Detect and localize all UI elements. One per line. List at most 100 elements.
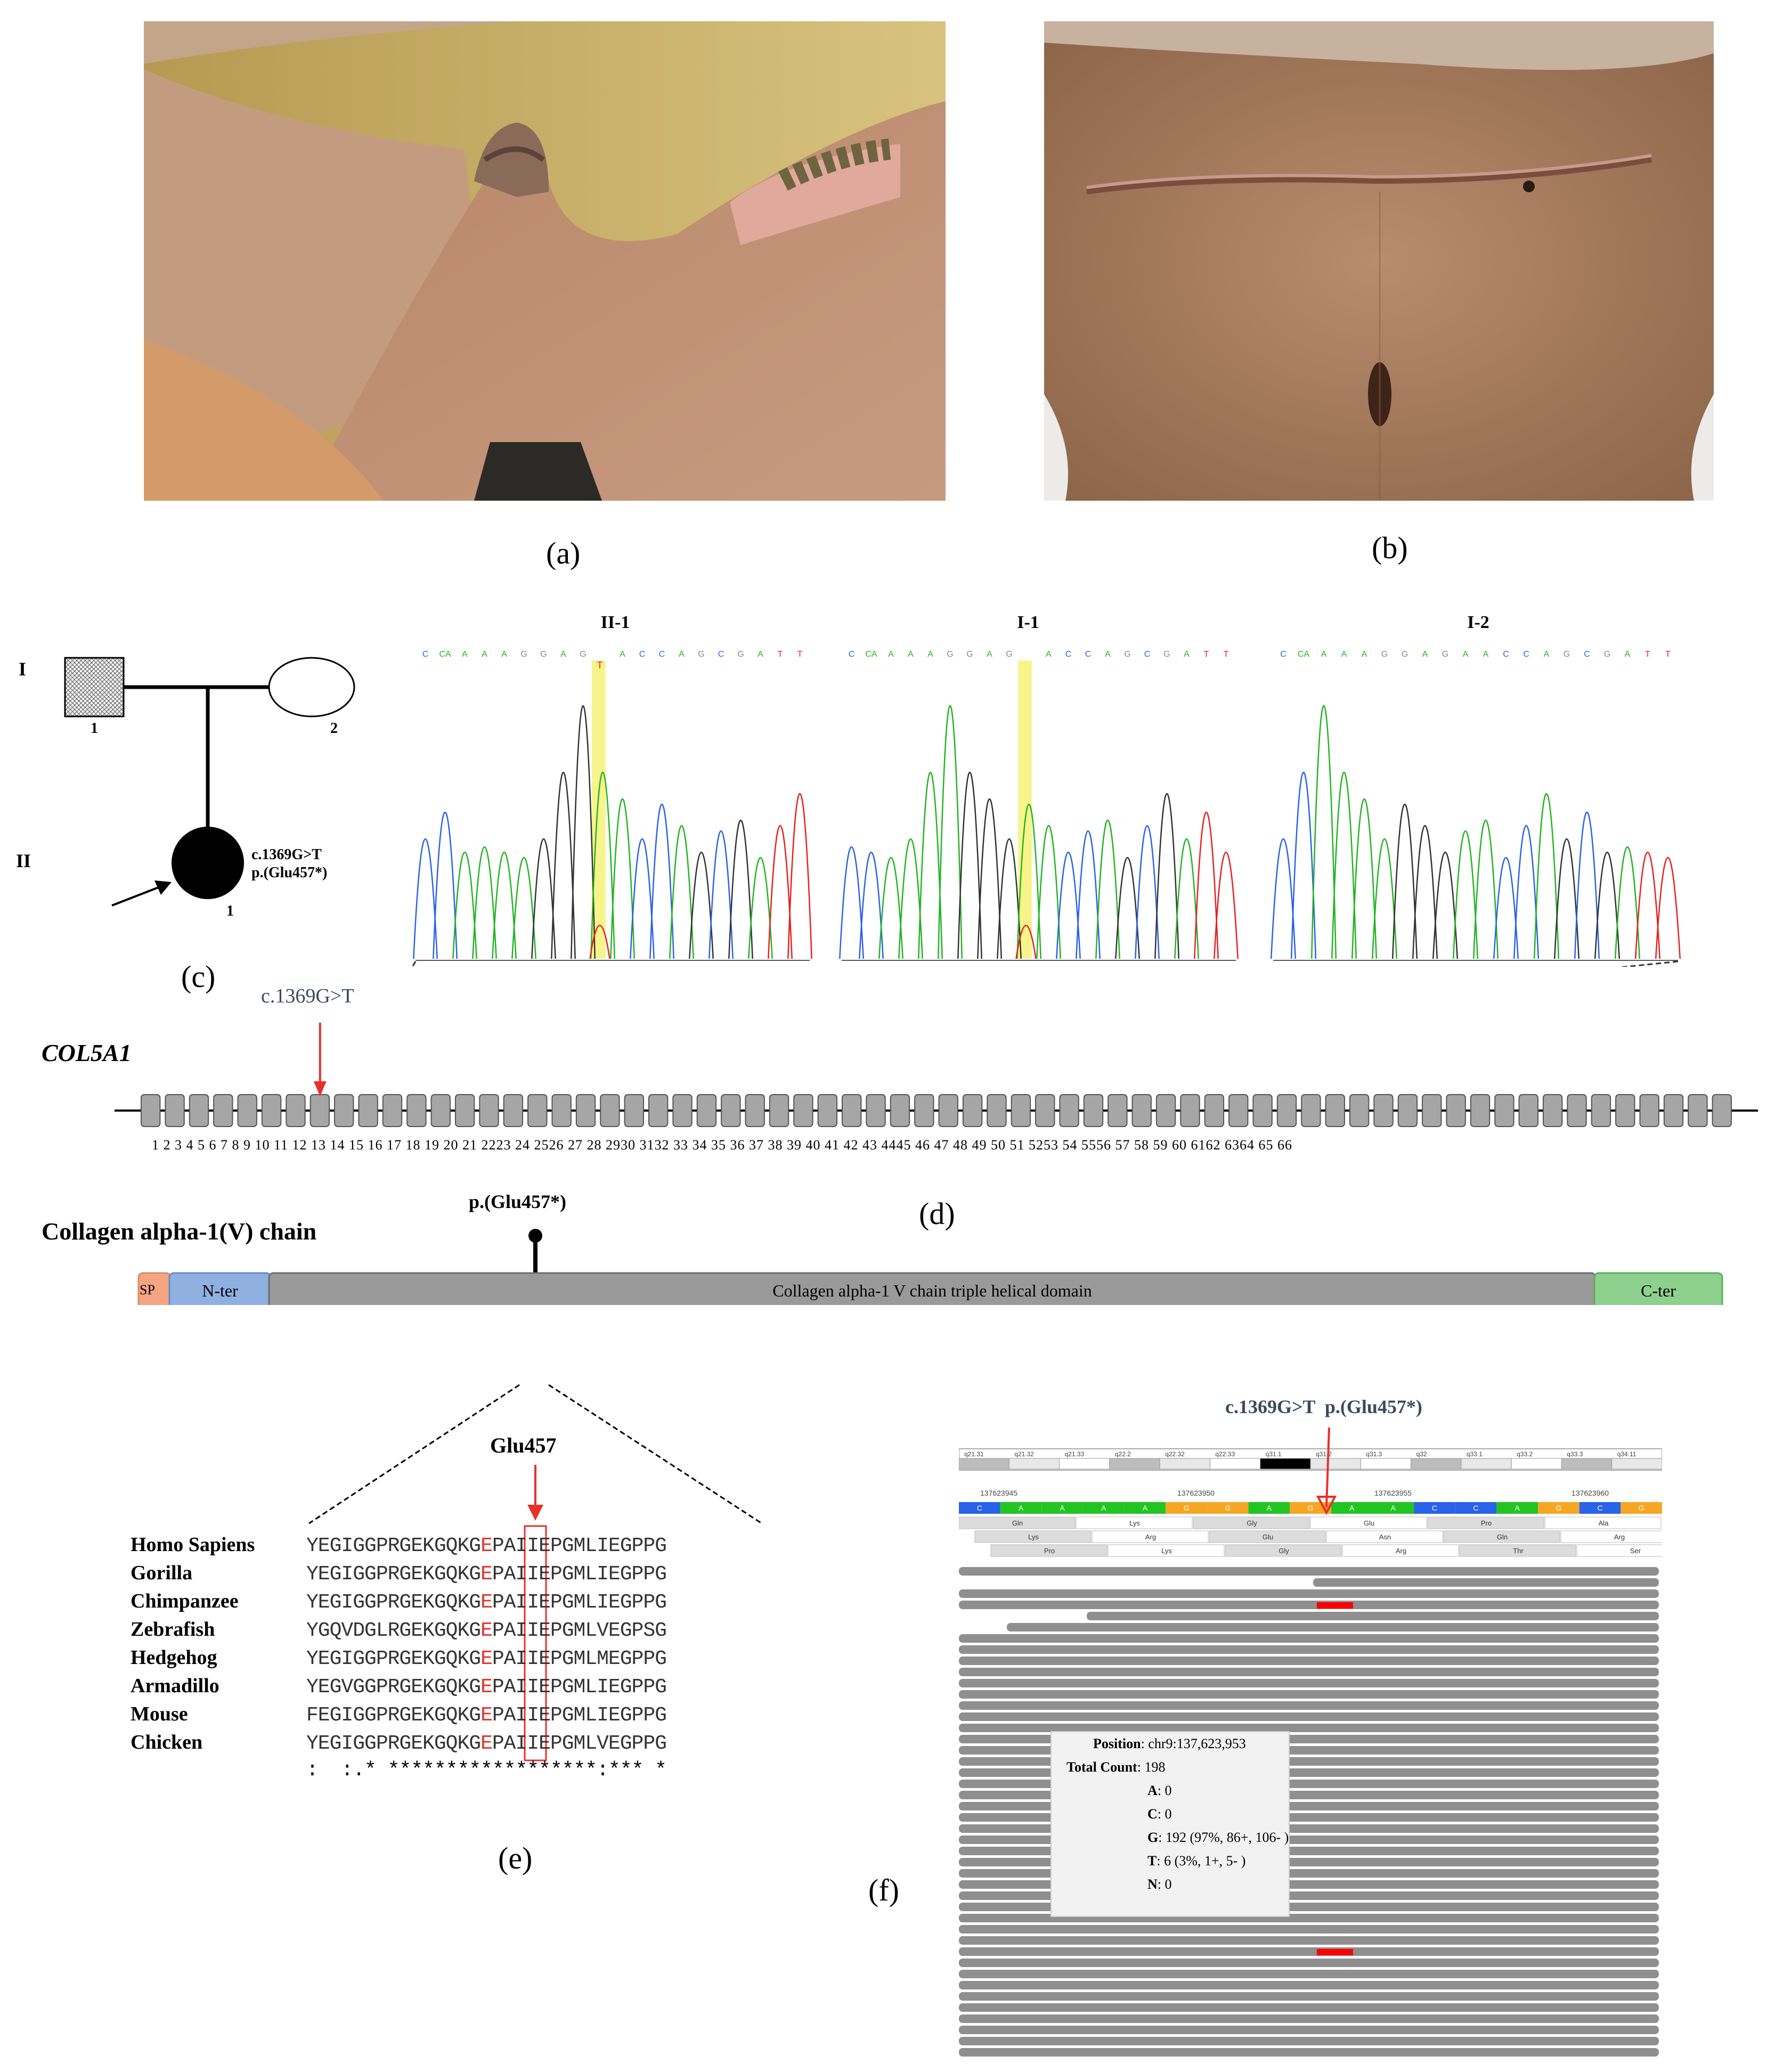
exon — [1591, 1094, 1611, 1127]
igv-tooltip: Position: chr9:137,623,953 Total Count: … — [1051, 1731, 1290, 1917]
base-call: A — [1341, 650, 1347, 659]
trace-peak — [898, 838, 923, 959]
base-call: A — [1362, 650, 1367, 659]
trace-peak — [1095, 820, 1120, 959]
reference-base — [1331, 1502, 1373, 1514]
exon — [1518, 1094, 1538, 1127]
exon — [479, 1094, 499, 1127]
trace-peak — [433, 811, 458, 959]
base-call: C — [1523, 650, 1529, 659]
base-call: A — [1463, 650, 1469, 659]
panel-label-e: (e) — [498, 1841, 533, 1875]
read — [959, 1936, 1659, 1945]
exon — [624, 1094, 644, 1127]
sequence: YEGIGGPRGEKGQKGEPAIIEPGMLVEGPPG — [306, 1732, 667, 1755]
igv-variant-arrow — [1316, 1496, 1337, 1515]
exon — [1470, 1094, 1491, 1127]
cytoband-label: q31.2 — [1316, 1450, 1332, 1458]
exon — [1446, 1094, 1466, 1127]
panel-label-b: (b) — [1372, 531, 1408, 565]
pedigree-gen-I: I — [19, 658, 27, 680]
base-call: A — [1046, 650, 1052, 659]
species-name: Chicken — [131, 1731, 203, 1753]
read — [959, 1690, 1659, 1699]
base-call: A — [679, 650, 685, 659]
amino-acid-label: Pro — [1044, 1547, 1055, 1555]
amino-acid-label: Gln — [1012, 1519, 1023, 1527]
amino-acid-label: Arg — [1614, 1533, 1625, 1541]
reference-base-letter: G — [1639, 1504, 1644, 1512]
amino-acid — [1193, 1516, 1310, 1529]
reference-base-letter: A — [1515, 1504, 1520, 1512]
amino-acid-label: Glu — [1364, 1519, 1374, 1527]
chromatogram-title-I-1: I-1 — [1017, 613, 1039, 632]
trace-peak — [1634, 851, 1661, 959]
trace-peak — [1194, 811, 1219, 959]
cytoband — [1461, 1458, 1512, 1470]
pedigree-variant-c: c.1369G>T — [251, 846, 322, 863]
amino-acid-label: Ser — [1630, 1547, 1641, 1555]
het-highlight — [1018, 660, 1032, 959]
trace-peak — [1331, 772, 1357, 959]
base-call: A — [987, 650, 992, 659]
amino-acid — [1108, 1544, 1225, 1557]
trace-peak — [938, 705, 963, 959]
base-call: A — [1422, 650, 1428, 659]
exon — [527, 1094, 548, 1127]
exon — [745, 1094, 765, 1127]
trace-peak — [1614, 846, 1641, 959]
reference-base-letter: A — [1019, 1504, 1024, 1512]
trace-peak — [1412, 825, 1438, 959]
base-call: CA — [865, 650, 877, 659]
read — [959, 1645, 1659, 1654]
exon — [1204, 1094, 1225, 1127]
reference-base — [1621, 1502, 1662, 1514]
read — [1087, 1612, 1659, 1620]
base-call: A — [927, 650, 933, 659]
reference-base-letter: C — [1597, 1504, 1602, 1512]
exon — [1131, 1094, 1152, 1127]
ruler-label: 137623960 — [1571, 1489, 1609, 1497]
sequence: YEGIGGPRGEKGQKGEPAIIEPGMLIEGPPG — [306, 1591, 667, 1614]
trace-peak — [859, 851, 884, 959]
chromatogram-title-II-1: II-1 — [600, 613, 630, 632]
base-call: A — [482, 650, 487, 659]
read — [959, 2026, 1659, 2034]
domain-nter-label: N-ter — [202, 1281, 238, 1300]
pedigree-mother-I2 — [268, 657, 355, 717]
photo-thumb-hypermobility — [144, 21, 946, 501]
reference-base — [1124, 1502, 1166, 1514]
read — [1313, 1578, 1659, 1587]
reference-base — [959, 1502, 1000, 1514]
trace-peak — [1310, 705, 1337, 959]
base-call: A — [888, 650, 894, 659]
trace-peak — [787, 793, 812, 959]
trace-peak-T — [1015, 925, 1037, 959]
trace-peak — [918, 772, 943, 959]
cytoband-label: q22.32 — [1165, 1450, 1185, 1458]
sequence: YGQVDGLRGEKGQKGEPAIIEPGMLVEGPSG — [306, 1619, 667, 1642]
exon — [310, 1094, 330, 1127]
amino-acid — [974, 1530, 1092, 1543]
base-call: G — [1124, 650, 1130, 659]
exon — [430, 1094, 451, 1127]
sequence: YEGIGGPRGEKGQKGEPAIIEPGMLIEGPPG — [306, 1563, 667, 1586]
exon — [1349, 1094, 1370, 1127]
ruler-label: 137623945 — [980, 1489, 1017, 1497]
amino-acid-label: Lys — [1028, 1533, 1039, 1541]
reference-base-letter: G — [1308, 1504, 1314, 1512]
amino-acid-label: Lys — [1129, 1519, 1140, 1527]
trace-peak — [492, 851, 517, 959]
exon — [1712, 1094, 1732, 1127]
exon — [1011, 1094, 1031, 1127]
species-name: Homo Sapiens — [131, 1533, 255, 1556]
trace-peak — [689, 851, 714, 959]
domain-cter-label: C-ter — [1641, 1281, 1676, 1300]
base-call: C — [422, 650, 429, 659]
base-call: A — [1184, 650, 1190, 659]
trace-peak — [1391, 804, 1418, 959]
reference-base — [1000, 1502, 1042, 1514]
